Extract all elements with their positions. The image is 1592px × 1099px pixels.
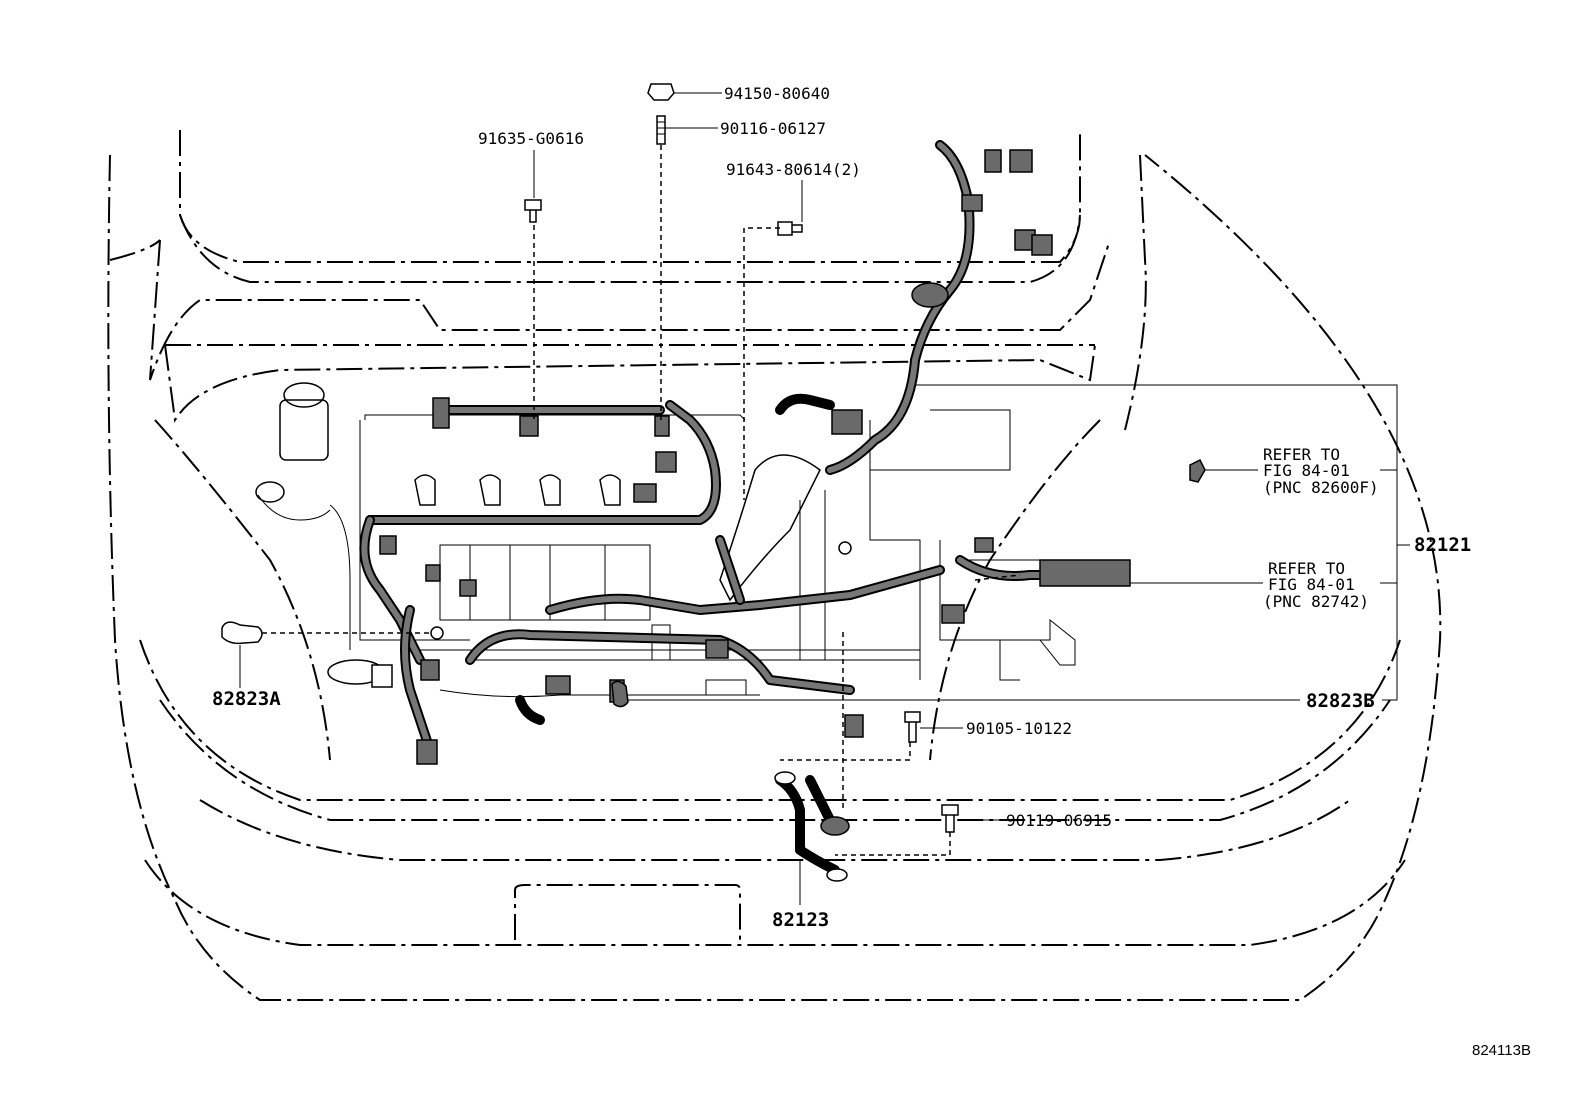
nut-icon [647, 83, 675, 101]
bolt-icon [904, 711, 921, 743]
refer-line-1: REFER TO [1263, 445, 1340, 464]
refer-line-2: FIG 84-01 [1268, 575, 1355, 594]
vehicle-body-outline [107, 130, 1442, 1001]
bolt-icon [941, 804, 959, 833]
refer-line-1: REFER TO [1268, 559, 1345, 578]
refer-line-3: (PNC 82600F) [1263, 478, 1379, 497]
label-82123: 82123 [772, 909, 829, 931]
bolt-icon [777, 221, 803, 236]
harness-clamp-icon [611, 680, 629, 708]
part-labels: 94150-80640 90116-06127 91635-G0616 9164… [212, 84, 1531, 1059]
sub-harness-82123 [774, 771, 850, 882]
stud-bolt-icon [656, 115, 666, 145]
label-91643-80614: 91643-80614(2) [726, 160, 861, 179]
label-82823a: 82823A [212, 688, 281, 710]
label-90119-06915: 90119-06915 [1006, 811, 1112, 830]
engine-wire-harness-82121 [359, 140, 1125, 755]
label-90105-10122: 90105-10122 [966, 719, 1072, 738]
fasteners [221, 83, 1206, 833]
figure-id: 824113B [1472, 1042, 1531, 1059]
refer-line-3: (PNC 82742) [1263, 592, 1369, 611]
refer-note-82600f: REFER TO FIG 84-01 (PNC 82600F) [1263, 445, 1379, 497]
label-94150-80640: 94150-80640 [724, 84, 830, 103]
harness-connectors [379, 149, 1131, 765]
refer-line-2: FIG 84-01 [1263, 461, 1350, 480]
label-82823b: 82823B [1306, 690, 1375, 712]
connector-icon [1189, 458, 1206, 483]
leader-lines [239, 92, 1410, 905]
label-90116-06127: 90116-06127 [720, 119, 826, 138]
bolt-icon [524, 199, 542, 223]
harness-clamp-icon [221, 621, 263, 645]
label-82121: 82121 [1414, 534, 1471, 556]
label-91635-g0616: 91635-G0616 [478, 129, 584, 148]
refer-note-82742: REFER TO FIG 84-01 (PNC 82742) [1263, 559, 1369, 611]
